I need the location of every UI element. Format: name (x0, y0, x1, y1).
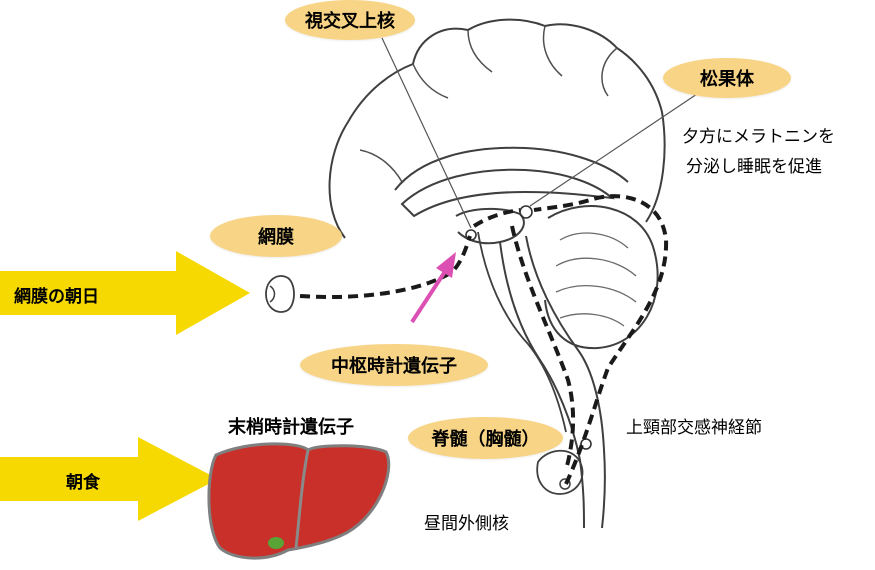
pineal-label: 松果体 (663, 58, 791, 98)
spinal-cord-label: 脊髄（胸髄） (408, 417, 563, 459)
scn-label: 視交叉上核 (285, 0, 415, 40)
pineal-description-line2: 分泌し睡眠を促進 (686, 152, 822, 177)
retina-label: 網膜 (210, 215, 342, 257)
morning-sun-input-label: 網膜の朝日 (14, 282, 99, 307)
pineal-leader-line (530, 92, 700, 206)
brain-outline (330, 20, 665, 238)
intermediolateral-nucleus-label: 昼間外側核 (424, 509, 509, 534)
spinal-section (537, 451, 582, 494)
brainstem-right (526, 236, 605, 528)
pineal-description-line1: 夕方にメラトニンを (682, 122, 835, 147)
breakfast-input-label: 朝食 (66, 468, 100, 493)
pink-arrow-head (436, 252, 456, 278)
liver-illustration (209, 444, 389, 558)
pineal-node (520, 206, 532, 218)
central-clock-label: 中枢時計遺伝子 (300, 344, 488, 386)
superior-cervical-ganglion-label: 上頸部交感神経節 (626, 413, 762, 438)
cerebellum-folia (556, 233, 636, 326)
breakfast-arrow (0, 437, 218, 521)
eye-pupil (270, 286, 275, 302)
scn-leader-line (382, 38, 471, 228)
corpus-callosum-inner (402, 170, 612, 216)
eye-icon (266, 276, 294, 312)
liver-gallbladder (268, 537, 284, 549)
pink-arrow-shaft (412, 270, 446, 322)
neural-pathway-scn-pineal (474, 210, 520, 226)
peripheral-clock-label: 末梢時計遺伝子 (228, 413, 354, 439)
brain-sulci (360, 26, 617, 182)
